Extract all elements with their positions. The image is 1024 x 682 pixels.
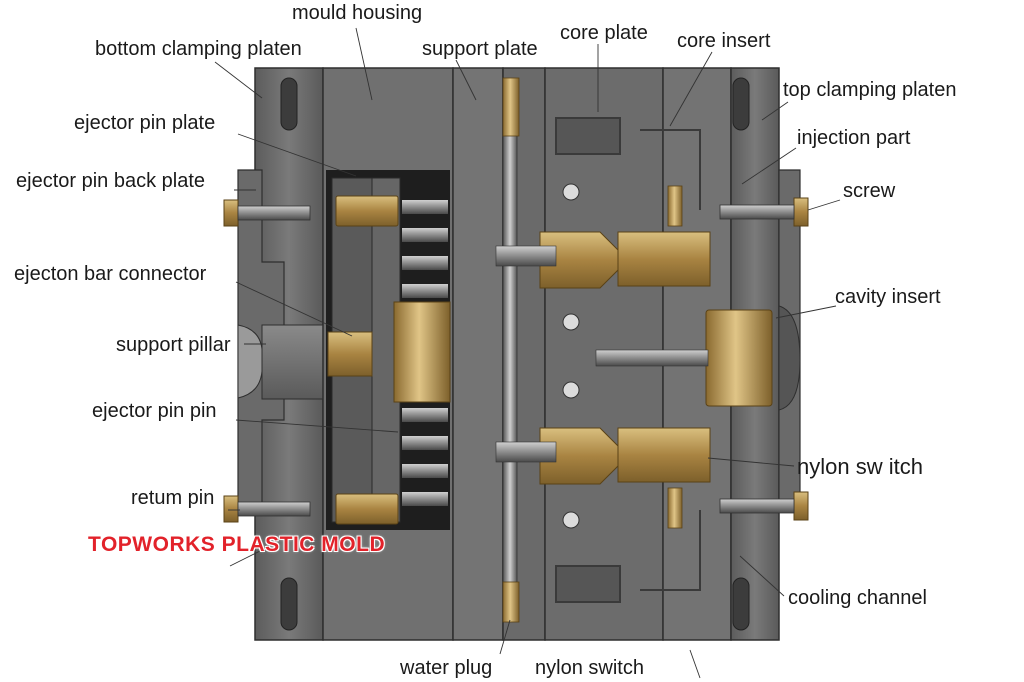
screw-left-upper — [223, 199, 311, 227]
screw-right-lower — [719, 491, 809, 521]
support-plate-shape — [452, 67, 504, 641]
label-water-plug: water plug — [400, 657, 493, 679]
label-bottom-clamping-platen: bottom clamping platen — [95, 38, 302, 60]
ejection-bar-center — [393, 301, 451, 403]
label-core-plate: core plate — [560, 22, 648, 44]
sprue-channel — [595, 349, 709, 367]
label-ejecton-bar-connector: ejecton bar connector — [14, 263, 207, 285]
leader-lines — [214, 27, 841, 679]
label-ejector-pin-back-plate: ejector pin back plate — [16, 170, 206, 192]
screw-left-lower — [223, 495, 311, 523]
label-screw: screw — [843, 180, 896, 202]
label-ejector-pin-plate: ejector pin plate — [74, 112, 216, 134]
support-pillar-shaft — [261, 324, 327, 400]
right-notch — [778, 305, 801, 411]
plate-holes — [562, 183, 580, 529]
label-ejector-pin-pin: ejector pin pin — [92, 400, 217, 422]
label-support-plate: support plate — [422, 38, 538, 60]
label-injection-part: injection part — [797, 127, 911, 149]
guide-slots — [280, 77, 750, 631]
cavity-insert-shape — [705, 309, 773, 407]
watermark: TOPWORKS PLASTIC MOLD — [88, 533, 386, 556]
ejection-bar-connector-shape — [327, 331, 373, 377]
injection-part-lower — [667, 487, 683, 529]
cooling-channels — [555, 117, 701, 603]
lower-bushing — [335, 493, 399, 525]
water-plug-bottom — [502, 581, 520, 623]
ejector-rod — [502, 89, 518, 621]
mold-body — [223, 67, 809, 641]
label-nylon-switch-bottom: nylon switch — [535, 657, 644, 679]
label-cavity-insert: cavity insert — [835, 286, 941, 308]
label-support-pillar: support pillar — [116, 334, 231, 356]
label-cooling-channel: cooling channel — [788, 587, 927, 609]
label-nylon-switch-right: nylon sw itch — [797, 454, 923, 479]
upper-bushing — [335, 195, 399, 227]
screw-right-upper — [719, 197, 809, 227]
label-top-clamping-platen: top clamping platen — [783, 79, 957, 101]
nylon-switch-lower — [495, 427, 711, 485]
label-core-insert: core insert — [677, 30, 771, 52]
nylon-switch-upper — [495, 231, 711, 289]
water-plug-top — [502, 77, 520, 137]
ejector-pin-comb — [402, 200, 448, 506]
label-mould-housing: mould housing — [292, 2, 423, 24]
injection-part-shape — [667, 185, 683, 227]
label-retum-pin: retum pin — [131, 487, 215, 509]
